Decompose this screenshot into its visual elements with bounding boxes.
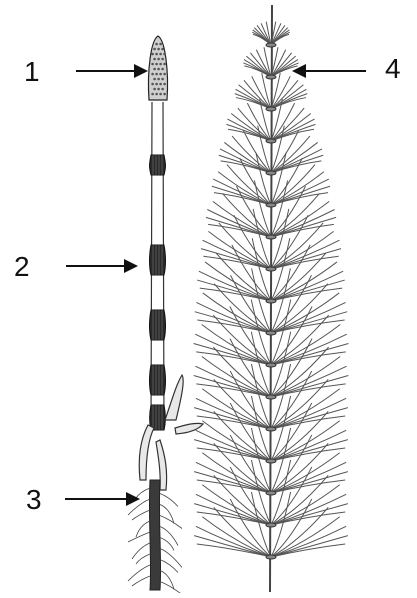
strobilus-cone	[148, 36, 167, 100]
lower-buds	[139, 375, 203, 490]
arrow-1	[76, 64, 148, 78]
arrow-4	[292, 64, 366, 78]
sterile-shoot	[194, 5, 349, 592]
label-4: 4	[385, 55, 401, 83]
label-1: 1	[24, 58, 40, 86]
rhizome	[149, 480, 160, 590]
label-3: 3	[26, 486, 42, 514]
arrow-3	[65, 492, 140, 506]
fertile-shoot	[128, 36, 203, 593]
label-2: 2	[14, 253, 30, 281]
arrow-2	[66, 259, 138, 273]
